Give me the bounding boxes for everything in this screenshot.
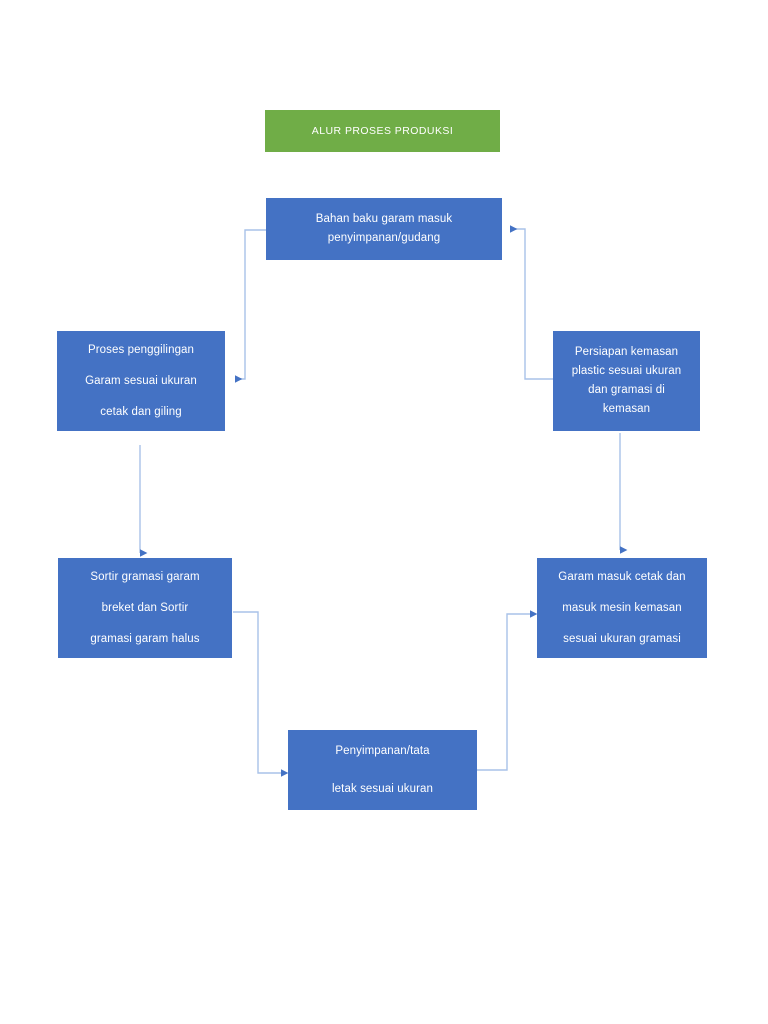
connector-bahan-baku-to-penggilingan (235, 229, 266, 383)
node-persiapan-line-2: plastic sesuai ukuran (571, 365, 682, 377)
node-bahan-baku-line-2: penyimpanan/gudang (327, 232, 441, 244)
diagram-title-text: ALUR PROSES PRODUKSI (311, 125, 454, 137)
node-garam-cetak-line-2: masuk mesin kemasan (562, 601, 682, 614)
node-penggilingan-line-3: cetak dan giling (100, 405, 182, 418)
node-sortir-line-2: breket dan Sortir (101, 601, 189, 614)
node-persiapan-line-1: Persiapan kemasan (574, 346, 679, 358)
diagram-title-box: ALUR PROSES PRODUKSI (265, 110, 500, 152)
node-penggilingan-line-1: Proses penggilingan (87, 343, 195, 356)
connector-penyimpanan-to-garam-cetak (477, 610, 538, 771)
node-bahan-baku-line-1: Bahan baku garam masuk (315, 213, 453, 225)
node-proses-penggilingan[interactable]: Proses penggilingan Garam sesuai ukuran … (57, 331, 225, 431)
node-penyimpanan-line-2: letak sesuai ukuran (332, 783, 433, 795)
node-bahan-baku[interactable]: Bahan baku garam masuk penyimpanan/gudan… (266, 198, 502, 260)
node-garam-cetak-line-3: sesuai ukuran gramasi (563, 632, 681, 645)
node-persiapan-kemasan[interactable]: Persiapan kemasan plastic sesuai ukuran … (553, 331, 700, 431)
node-garam-cetak-line-1: Garam masuk cetak dan (558, 570, 686, 583)
node-penyimpanan-line-1: Penyimpanan/tata (335, 745, 430, 757)
node-sortir-line-3: gramasi garam halus (90, 632, 200, 645)
node-persiapan-line-3: dan gramasi di (588, 384, 665, 396)
node-persiapan-line-4: kemasan (602, 403, 651, 415)
connector-sortir-to-penyimpanan (233, 611, 289, 777)
node-garam-masuk-cetak[interactable]: Garam masuk cetak dan masuk mesin kemasa… (537, 558, 707, 658)
node-penyimpanan-tata-letak[interactable]: Penyimpanan/tata letak sesuai ukuran (288, 730, 477, 810)
node-penggilingan-line-2: Garam sesuai ukuran (85, 374, 197, 387)
connector-persiapan-to-bahan-baku (510, 225, 553, 380)
node-sortir-gramasi[interactable]: Sortir gramasi garam breket dan Sortir g… (58, 558, 232, 658)
node-sortir-line-1: Sortir gramasi garam (90, 570, 200, 583)
